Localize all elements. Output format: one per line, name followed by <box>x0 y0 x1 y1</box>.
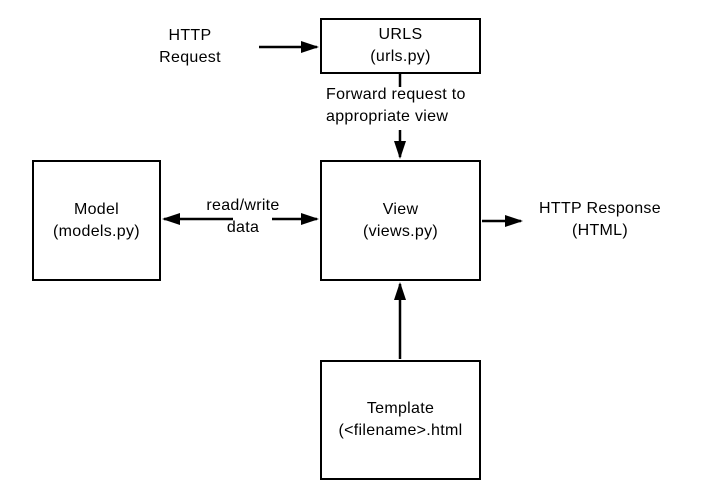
template-box: Template (<filename>.html <box>320 360 481 480</box>
http-request-line1: HTTP <box>168 27 212 44</box>
urls-box-subtitle: (urls.py) <box>370 48 431 65</box>
forward-request-line1: Forward request to <box>326 86 466 103</box>
http-response-line2: (HTML) <box>571 222 628 239</box>
model-box: Model (models.py) <box>32 160 161 281</box>
model-box-title: Model <box>73 200 120 218</box>
forward-request-line2: appropriate view <box>326 108 449 125</box>
urls-box-title: URLS <box>378 26 423 43</box>
view-box-subtitle: (views.py) <box>362 222 438 240</box>
http-response-line1: HTTP Response <box>539 200 661 217</box>
read-write-line2: data <box>226 219 260 236</box>
http-request-line2: Request <box>159 49 221 66</box>
http-response-label: HTTP Response (HTML) <box>533 198 667 242</box>
view-box-title: View <box>382 200 419 218</box>
urls-box: URLS (urls.py) <box>320 18 481 74</box>
read-write-data-label: read/write data <box>197 195 289 239</box>
model-box-subtitle: (models.py) <box>53 222 140 240</box>
template-box-title: Template <box>366 400 435 417</box>
view-box: View (views.py) <box>320 160 481 281</box>
http-request-label: HTTP Request <box>145 25 235 69</box>
read-write-line1: read/write <box>206 197 280 214</box>
forward-request-label: Forward request to appropriate view <box>326 84 466 128</box>
template-box-subtitle: (<filename>.html <box>338 422 463 439</box>
